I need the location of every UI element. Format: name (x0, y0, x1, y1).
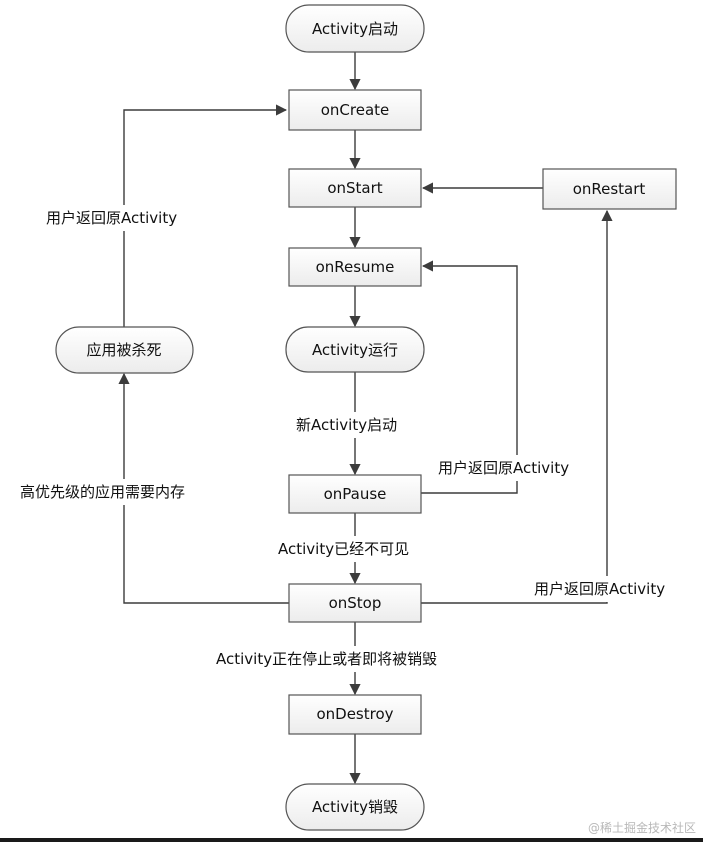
edge-labels: 用户返回原Activity 新Activity启动 用户返回原Activity … (16, 205, 698, 672)
label-high-priority-memory: 高优先级的应用需要内存 (20, 483, 185, 501)
node-app-killed-label: 应用被杀死 (86, 341, 161, 359)
node-app-killed: 应用被杀死 (55, 326, 194, 374)
node-on-create: onCreate (288, 89, 422, 131)
edge-killed-to-create (123, 104, 288, 327)
label-user-back-to-create: 用户返回原Activity (46, 209, 177, 227)
label-activity-invisible: Activity已经不可见 (278, 540, 409, 558)
node-activity-start-label: Activity启动 (312, 20, 398, 38)
node-on-pause: onPause (288, 474, 422, 514)
node-on-start: onStart (288, 168, 422, 208)
label-user-back-to-resume: 用户返回原Activity (438, 459, 569, 477)
node-on-stop: onStop (288, 583, 422, 623)
node-on-resume: onResume (288, 247, 422, 287)
node-on-start-label: onStart (327, 179, 382, 197)
node-on-restart: onRestart (542, 168, 677, 210)
cropped-caption-strip (0, 838, 703, 842)
node-on-resume-label: onResume (316, 258, 395, 276)
edge-stop-to-restart (421, 209, 613, 604)
node-activity-start: Activity启动 (285, 4, 425, 53)
node-on-destroy-label: onDestroy (316, 705, 393, 723)
node-on-stop-label: onStop (329, 594, 382, 612)
label-user-back-to-restart: 用户返回原Activity (534, 580, 665, 598)
node-activity-running: Activity运行 (285, 326, 425, 373)
node-on-pause-label: onPause (324, 485, 387, 503)
edge-stop-to-killed (118, 372, 289, 604)
nodes: Activity启动 onCreate onStart onRestart on… (55, 4, 677, 831)
node-activity-running-label: Activity运行 (312, 341, 398, 359)
watermark-text: @稀土掘金技术社区 (588, 820, 696, 835)
node-on-restart-label: onRestart (573, 180, 646, 198)
label-stopping-or-destroying: Activity正在停止或者即将被销毁 (216, 650, 437, 668)
node-activity-destroyed: Activity销毁 (285, 783, 425, 831)
edge-pause-to-resume (421, 260, 518, 494)
label-new-activity-start: 新Activity启动 (296, 416, 397, 434)
node-on-destroy: onDestroy (288, 694, 422, 735)
node-on-create-label: onCreate (321, 101, 390, 119)
node-activity-destroyed-label: Activity销毁 (312, 798, 398, 816)
